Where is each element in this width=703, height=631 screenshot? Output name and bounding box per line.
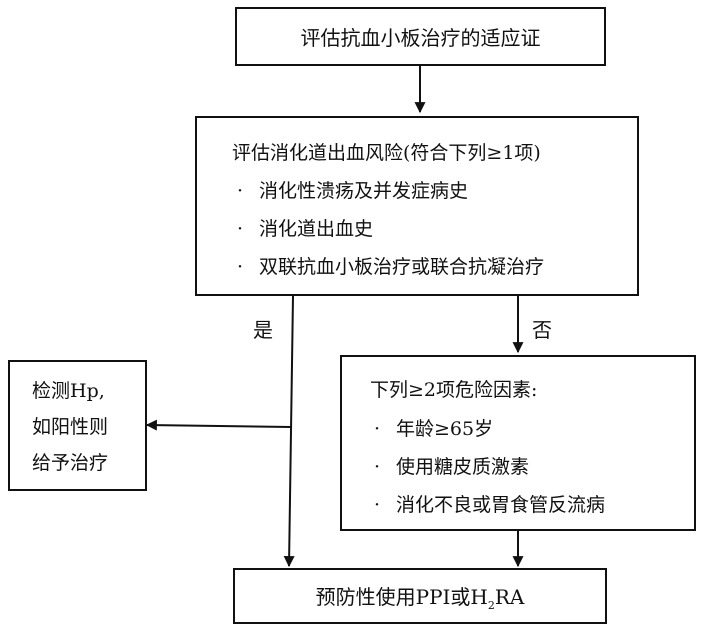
arrow-yes-to-hp xyxy=(145,419,292,431)
list-item: ·消化道出血史 xyxy=(237,218,374,240)
node-assess-indication-text: 评估抗血小板治疗的适应证 xyxy=(300,26,541,50)
bullet-icon: · xyxy=(237,218,244,240)
bullet-icon: · xyxy=(374,494,381,516)
edge-label-yes: 是 xyxy=(253,318,273,342)
list-item: ·双联抗血小板治疗或联合抗凝治疗 xyxy=(237,256,545,278)
node-hp-test-line: 如阳性则 xyxy=(32,416,109,438)
node-bleeding-risk-title: 评估消化道出血风险(符合下列≥1项) xyxy=(232,142,541,164)
list-item: ·年龄≥65岁 xyxy=(374,418,494,440)
node-hp-test-line: 给予治疗 xyxy=(32,452,109,474)
node-assess-indication: 评估抗血小板治疗的适应证 xyxy=(235,7,606,66)
node-ppi-prophylaxis: 预防性使用PPI或H2RA xyxy=(233,568,607,624)
edge-label-no: 否 xyxy=(532,318,552,342)
list-item: ·使用糖皮质激素 xyxy=(374,456,530,478)
node-hp-test: 检测Hp, 如阳性则 给予治疗 xyxy=(8,360,147,491)
arrow-risk-yes-to-bottom xyxy=(283,295,295,568)
bullet-icon: · xyxy=(237,180,244,202)
list-item: ·消化性溃疡及并发症病史 xyxy=(237,180,469,202)
node-risk-factors-title: 下列≥2项危险因素: xyxy=(370,379,538,401)
node-risk-factors: 下列≥2项危险因素: ·年龄≥65岁 ·使用糖皮质激素 ·消化不良或胃食管反流病 xyxy=(340,355,696,531)
node-hp-test-line: 检测Hp, xyxy=(32,380,105,402)
bullet-icon: · xyxy=(374,418,381,440)
bullet-icon: · xyxy=(237,256,244,278)
node-bleeding-risk: 评估消化道出血风险(符合下列≥1项) ·消化性溃疡及并发症病史 ·消化道出血史 … xyxy=(195,116,639,296)
bullet-icon: · xyxy=(374,456,381,478)
node-ppi-prophylaxis-text: 预防性使用PPI或H2RA xyxy=(315,584,525,612)
list-item: ·消化不良或胃食管反流病 xyxy=(374,494,606,516)
